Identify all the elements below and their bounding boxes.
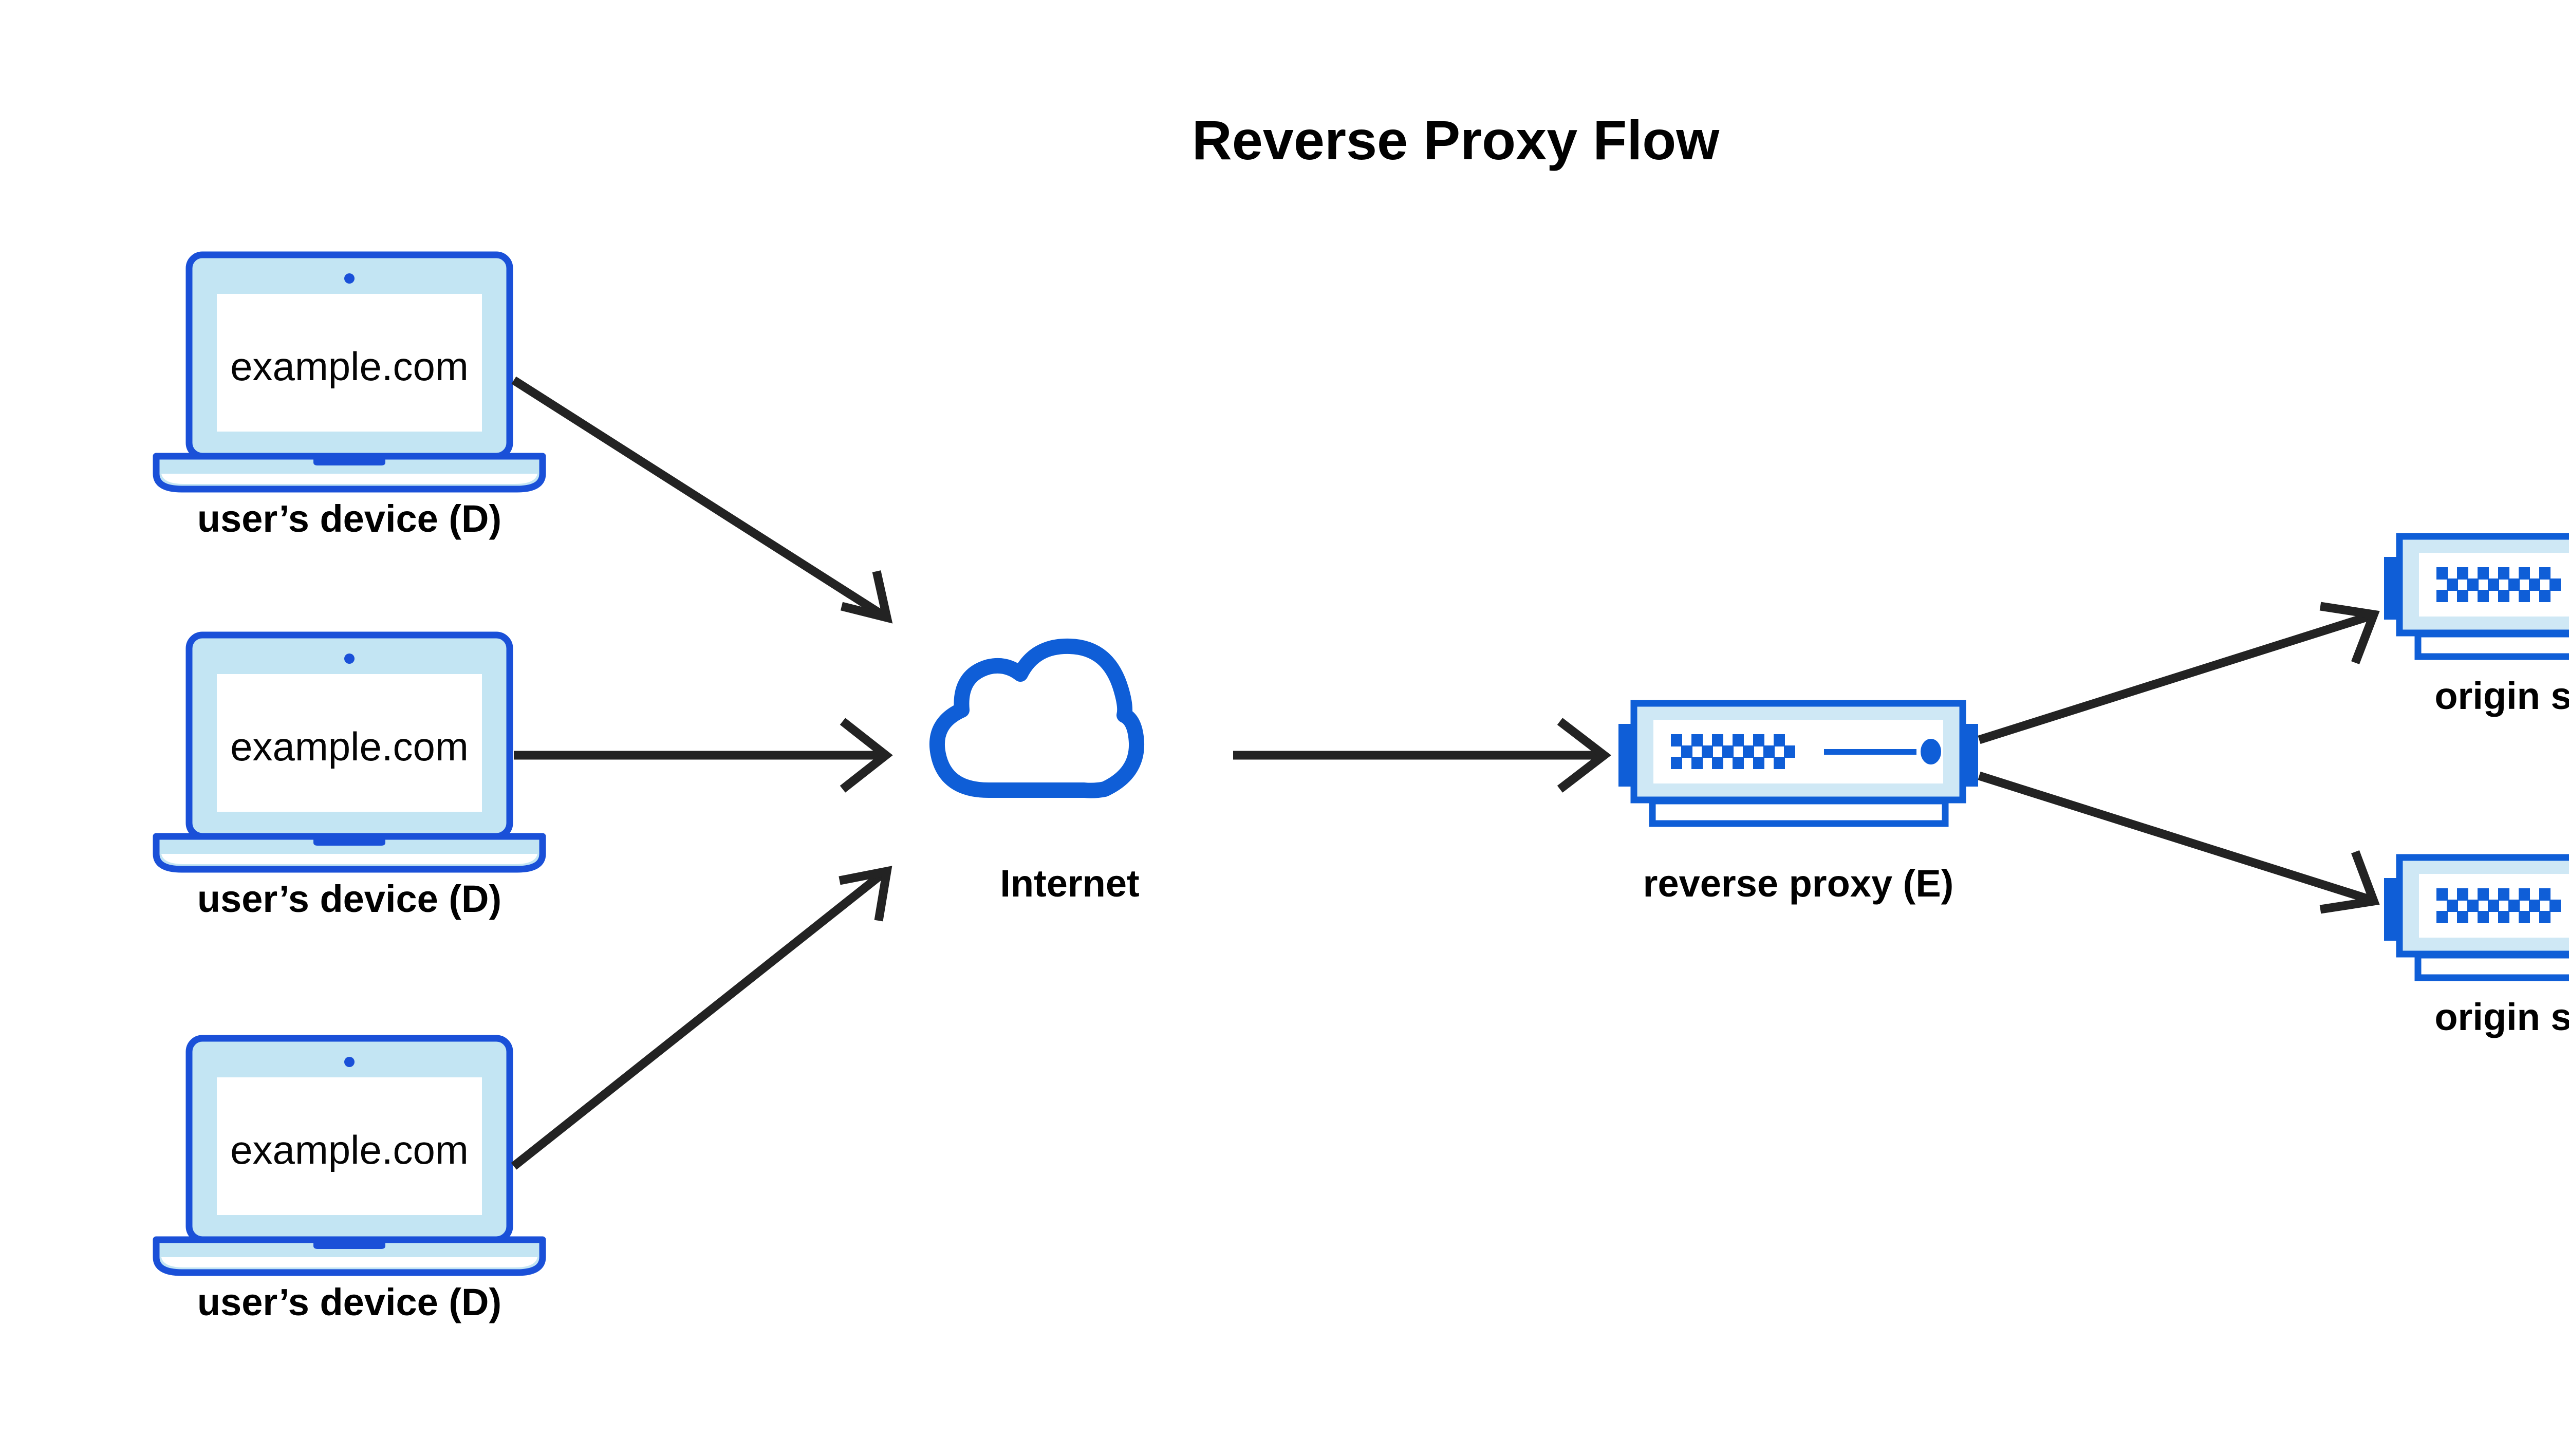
node-label-origin-server-2: origin server (F) xyxy=(2434,996,2569,1038)
node-label-origin-server-1: origin server (F) xyxy=(2434,675,2569,717)
node-reverse-proxy[interactable]: reverse proxy (E) xyxy=(1618,703,1978,905)
node-label-reverse-proxy: reverse proxy (E) xyxy=(1643,862,1954,905)
server-icon xyxy=(1618,703,1978,824)
node-origin-server-2[interactable]: origin server (F) xyxy=(2384,857,2569,1038)
edge-client2-to-internet xyxy=(514,718,893,793)
laptop-screen-text: example.com xyxy=(230,344,469,389)
edge-proxy-to-origin2 xyxy=(1978,771,2380,914)
node-user-device-3[interactable]: example.com user’s device (D) xyxy=(156,1038,543,1323)
edge-internet-to-proxy xyxy=(1233,718,1611,793)
laptop-screen-text: example.com xyxy=(230,724,469,769)
page-title: Reverse Proxy Flow xyxy=(1192,109,1720,171)
edge-client3-to-internet xyxy=(511,866,892,1170)
node-user-device-1[interactable]: example.com user’s device (D) xyxy=(156,255,543,540)
node-label-user-device-3: user’s device (D) xyxy=(197,1281,501,1323)
node-user-device-2[interactable]: example.com user’s device (D) xyxy=(156,635,543,920)
laptop-screen-text: example.com xyxy=(230,1127,469,1172)
edge-client1-to-internet xyxy=(511,376,893,624)
node-origin-server-1[interactable]: origin server (F) xyxy=(2384,536,2569,717)
node-label-internet: Internet xyxy=(1000,862,1139,905)
node-label-user-device-1: user’s device (D) xyxy=(197,497,501,540)
node-internet[interactable]: Internet xyxy=(937,646,1140,905)
node-label-user-device-2: user’s device (D) xyxy=(197,878,501,920)
edge-proxy-to-origin1 xyxy=(1978,602,2380,744)
